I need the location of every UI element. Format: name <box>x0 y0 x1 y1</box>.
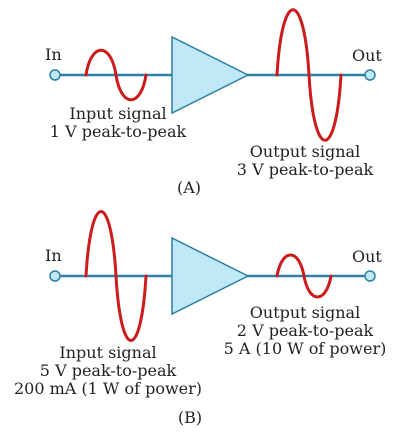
in-label-b: In <box>45 246 62 265</box>
panel-a: In Out Input signal 1 V peak-to-peak Out… <box>45 8 382 197</box>
out-label-a: Out <box>352 46 382 65</box>
input-signal-detail-b: 5 V peak-to-peak <box>40 361 177 380</box>
output-signal-wave-a <box>275 8 343 142</box>
input-signal-detail-a: 1 V peak-to-peak <box>50 122 187 141</box>
output-signal-title-a: Output signal <box>250 142 360 161</box>
amplifier-triangle-b <box>171 236 250 316</box>
caption-a: (A) <box>177 178 201 197</box>
output-terminal-b <box>364 270 376 282</box>
output-signal-power-b: 5 A (10 W of power) <box>224 339 387 358</box>
input-signal-wave-b <box>84 210 148 342</box>
in-label-a: In <box>45 45 62 64</box>
output-signal-title-b: Output signal <box>250 303 360 322</box>
input-signal-power-b: 200 mA (1 W of power) <box>14 379 202 398</box>
output-terminal-a <box>364 69 376 81</box>
input-signal-wave-a <box>84 48 148 102</box>
input-terminal-a <box>49 69 61 81</box>
caption-b: (B) <box>178 408 202 427</box>
out-label-b: Out <box>352 247 382 266</box>
input-signal-title-b: Input signal <box>59 343 156 362</box>
output-signal-wave-b <box>275 253 333 299</box>
input-terminal-b <box>49 270 61 282</box>
output-signal-detail-b: 2 V peak-to-peak <box>237 321 374 340</box>
input-signal-title-a: Input signal <box>69 104 166 123</box>
amplifier-triangle-a <box>171 35 250 115</box>
output-signal-detail-a: 3 V peak-to-peak <box>237 160 374 179</box>
panel-b: In Out Input signal 5 V peak-to-peak 200… <box>14 210 387 427</box>
